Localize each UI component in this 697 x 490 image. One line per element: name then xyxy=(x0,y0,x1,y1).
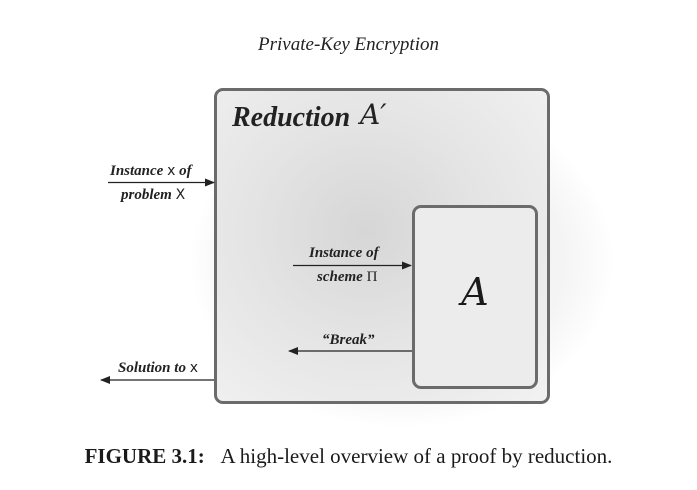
figure-number: FIGURE 3.1 xyxy=(84,444,198,468)
reduction-symbol: A′ xyxy=(360,98,387,131)
adversary-symbol: A xyxy=(461,270,489,314)
input-label-line2: problem X xyxy=(121,187,186,203)
input-label-line1: Instance x of xyxy=(110,163,192,179)
figure-colon: : xyxy=(197,444,205,468)
reduction-title: Reduction xyxy=(232,102,351,133)
caption-text: A high-level overview of a proof by redu… xyxy=(220,444,613,468)
scheme-label-line1: Instance of xyxy=(309,245,379,261)
scheme-label-line2: scheme Π xyxy=(317,269,378,285)
output-label: Solution to x xyxy=(118,360,198,376)
running-header: Private-Key Encryption xyxy=(258,34,439,55)
adversary-box xyxy=(412,205,538,389)
figure-caption: FIGURE 3.1: A high-level overview of a p… xyxy=(0,444,697,469)
break-label: “Break” xyxy=(322,332,375,348)
